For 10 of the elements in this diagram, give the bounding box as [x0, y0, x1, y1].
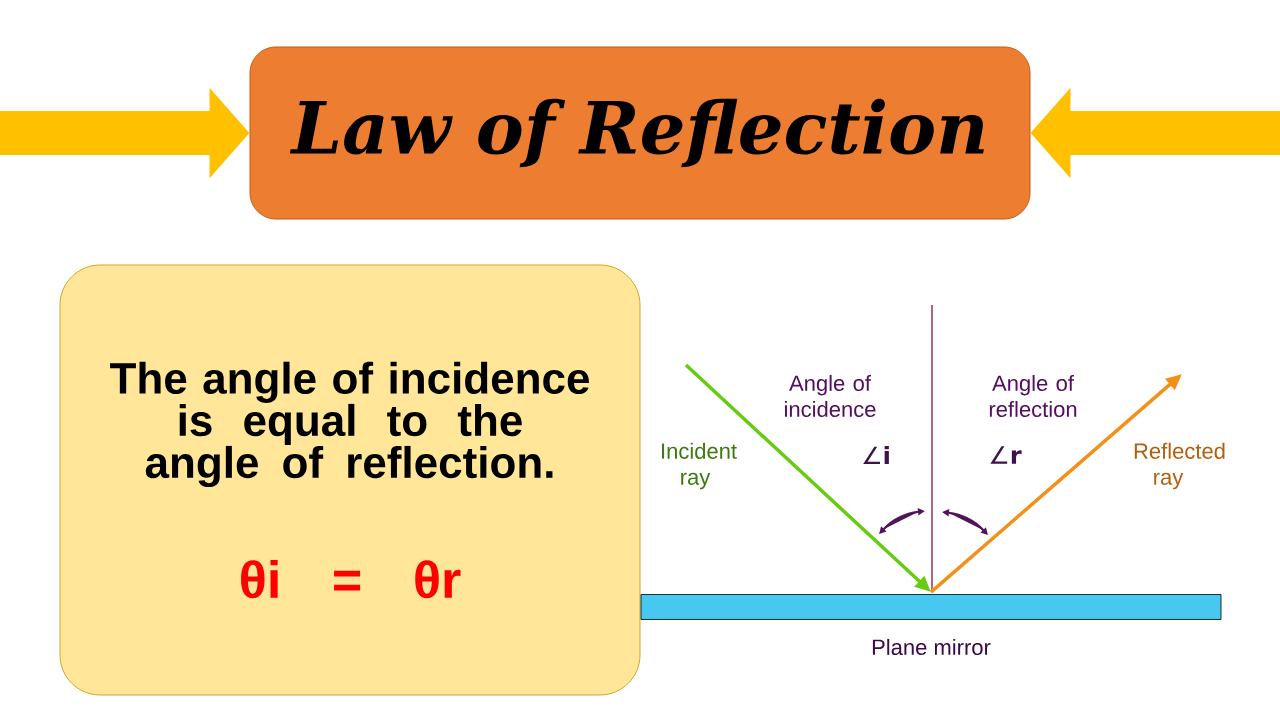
ray-label: Incident ray: [662, 442, 737, 490]
angle-label: Angle of incidence: [785, 374, 876, 418]
title-box: Law of Reflection: [249, 46, 1031, 220]
mirror-label: Plane mirror: [872, 638, 991, 656]
plane-mirror: [640, 594, 1222, 620]
ray-label: Reflected ray: [1134, 442, 1225, 490]
angle-symbol: ∠i: [863, 445, 889, 465]
angle-label: Angle of reflection: [989, 374, 1077, 418]
angle-symbol: ∠r: [990, 446, 1022, 464]
text-box: The angle of incidence is equal to the angle of reflection. θi = θr: [59, 264, 641, 696]
